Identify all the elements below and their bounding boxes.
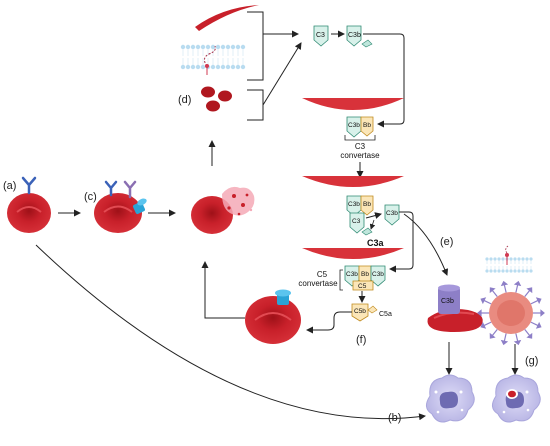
- rbc-with-antibody: [7, 176, 51, 233]
- macrophage-2: [492, 374, 541, 423]
- sickle-cell: [195, 5, 259, 31]
- mac-pore-icon: [275, 289, 291, 305]
- membrane-bilayer-small: [485, 257, 533, 273]
- c3-convertase-complex: C3b Bb: [346, 116, 374, 138]
- svg-text:C3b: C3b: [348, 32, 361, 39]
- svg-text:C3b: C3b: [386, 210, 398, 217]
- c5b-protein: C5b: [351, 303, 369, 322]
- arrow-c3b-to-surface3: [389, 211, 414, 273]
- complement-protein-icon: [123, 180, 137, 199]
- c5-convertase-bracket: [339, 269, 343, 291]
- membrane-bilayer: [180, 44, 246, 70]
- label-e: (e): [440, 236, 453, 248]
- c3-convertase-label-line1: C3: [355, 142, 366, 151]
- c3-protein: C3: [313, 25, 329, 47]
- label-b: (b): [388, 412, 401, 424]
- arrow-a-to-macrophage: [35, 244, 426, 421]
- label-g: (g): [525, 355, 538, 367]
- arrow-c3-cleavage: [365, 212, 382, 219]
- ps-exposure-icon: [203, 45, 216, 75]
- c5a-fragment-icon: [367, 305, 378, 314]
- rbc-cluster: [201, 86, 232, 112]
- macrophage-1: [426, 374, 475, 423]
- antibody-icon: [21, 176, 37, 195]
- lysed-rbc: [191, 186, 255, 234]
- c5-convertase-complex: C3b Bb C3b C5: [344, 265, 386, 291]
- bracket-top: [247, 11, 264, 81]
- svg-text:C3: C3: [316, 32, 325, 39]
- cell-surface-2: [302, 176, 404, 187]
- ps-exposure-icon: [505, 245, 509, 265]
- spiky-rbc: [477, 280, 545, 346]
- mac-pore-icon: [133, 198, 147, 214]
- c5-convertase-label-line2: convertase: [298, 279, 338, 288]
- svg-text:C3: C3: [352, 218, 361, 225]
- svg-text:Bb: Bb: [363, 201, 371, 208]
- c3-convertase-label-line2: convertase: [340, 151, 380, 160]
- antibody-icon: [104, 180, 118, 197]
- c3b-receptor: C3b: [438, 284, 460, 314]
- arrow-to-c3a: [369, 219, 376, 230]
- opsonized-rbc: C3b: [427, 284, 483, 332]
- c3-convertase-bracket: [344, 135, 376, 141]
- c3a-label: C3a: [367, 238, 385, 248]
- c3-cleavage-complex: C3b Bb C3: [346, 195, 374, 234]
- arrow-c3b-to-surface: [363, 33, 405, 128]
- arrow-c5b-to-mac: [306, 311, 352, 334]
- arrow-d-bottom-to-c3: [262, 42, 302, 106]
- label-f: (f): [356, 334, 366, 346]
- cell-surface-1: [302, 98, 404, 110]
- label-a: (a): [3, 180, 16, 192]
- svg-text:C3b: C3b: [348, 201, 360, 208]
- label-d: (d): [178, 94, 191, 106]
- svg-text:C3b: C3b: [441, 298, 454, 305]
- hemoglobin-release-icon: [222, 186, 255, 216]
- arrow-c3b-to-e: [403, 213, 449, 276]
- c3a-fragment-icon: [361, 39, 373, 48]
- svg-text:C5: C5: [358, 283, 367, 290]
- rbc-with-complement: [94, 180, 147, 233]
- cell-surface-3: [302, 248, 404, 259]
- svg-text:C3b: C3b: [372, 271, 384, 278]
- c3a-fragment-icon: [361, 227, 373, 236]
- svg-text:C5b: C5b: [354, 308, 366, 315]
- svg-text:Bb: Bb: [363, 122, 371, 129]
- arrow-mac-to-lysis: [201, 261, 245, 319]
- svg-text:C3b: C3b: [348, 122, 360, 129]
- c3b-released: C3b: [384, 204, 400, 226]
- svg-text:C3b: C3b: [346, 271, 358, 278]
- label-c: (c): [84, 191, 97, 203]
- rbc-with-mac: [245, 289, 301, 344]
- svg-text:Bb: Bb: [361, 271, 369, 278]
- c5-convertase-label-line1: C5: [317, 270, 328, 279]
- bracket-bottom: [247, 89, 264, 121]
- c3b-protein: C3b: [346, 25, 373, 48]
- c5a-label: C5a: [379, 311, 392, 318]
